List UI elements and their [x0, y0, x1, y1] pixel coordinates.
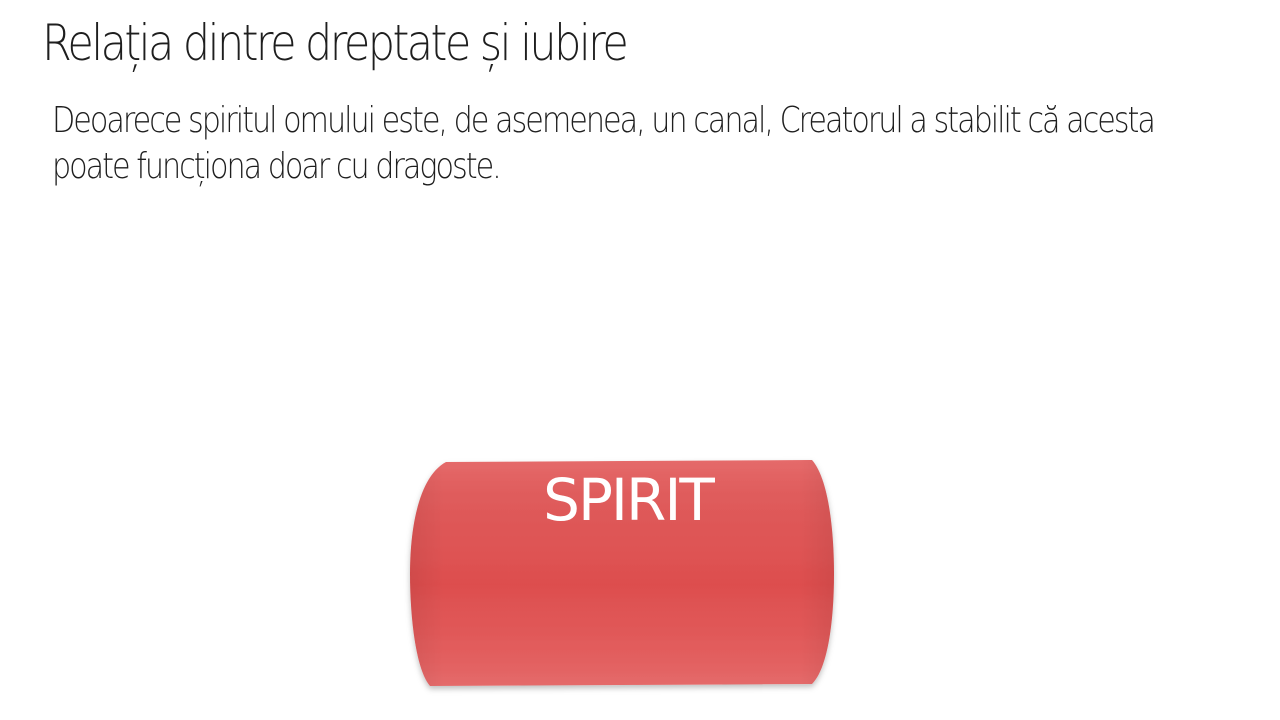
pipe-shading	[410, 460, 834, 686]
pipe-label: SPIRIT	[543, 466, 715, 534]
slide-body-text: Deoarece spiritul omului este, de asemen…	[52, 100, 1156, 187]
spirit-pipe-shape: SPIRIT	[410, 460, 834, 686]
slide-title: Relația dintre dreptate și iubire	[42, 14, 629, 72]
